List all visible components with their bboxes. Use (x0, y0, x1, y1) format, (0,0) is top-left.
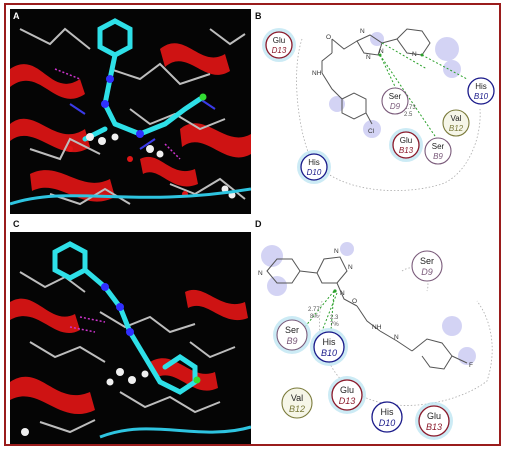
svg-text:O: O (352, 298, 357, 305)
svg-text:B10: B10 (474, 92, 489, 101)
water-molecules (86, 133, 236, 199)
protein-ribbon (10, 43, 251, 202)
distance-label: 2.3 (330, 315, 339, 321)
residue-his-d10: His D10 (371, 401, 403, 433)
residue-sticks (19, 271, 236, 434)
svg-text:Glu: Glu (340, 385, 354, 395)
svg-text:NH: NH (372, 324, 382, 331)
residue-his-b10: His B10 (310, 328, 348, 366)
water-molecules (21, 368, 149, 436)
residue-glu-d13: Glu D13 (262, 28, 296, 62)
svg-text:D9: D9 (421, 267, 433, 277)
residue-ser-b9: Ser B9 (424, 137, 452, 165)
svg-text:N: N (340, 290, 345, 297)
distance-label: 8% (310, 314, 319, 320)
svg-text:B10: B10 (321, 348, 337, 358)
svg-text:Glu: Glu (400, 136, 412, 145)
residue-glu-b13: Glu B13 (389, 128, 423, 162)
svg-text:Val: Val (291, 393, 303, 403)
svg-text:D10: D10 (379, 418, 396, 428)
panel-b-interaction-diagram: O NH N N N N Cl 2.73 2.5 Glu D13 (262, 28, 495, 191)
svg-text:B13: B13 (399, 146, 414, 155)
svg-text:Val: Val (451, 114, 462, 123)
panel-label-b: B (255, 11, 262, 21)
ligand-sticks (82, 18, 203, 142)
chlorine-atom (199, 93, 207, 101)
svg-text:N: N (412, 51, 417, 58)
residue-his-b10: His B10 (467, 77, 495, 105)
svg-text:D10: D10 (307, 168, 322, 177)
svg-text:B9: B9 (433, 152, 443, 161)
svg-text:B9: B9 (286, 336, 297, 346)
svg-text:N: N (334, 248, 339, 255)
ligand-skeleton (321, 28, 431, 125)
svg-text:N: N (258, 270, 263, 277)
panel-c-structure-image (10, 232, 251, 444)
svg-text:N: N (366, 54, 371, 61)
ligand-atom-labels: N N N N O NH N F (258, 248, 473, 369)
panel-label-a: A (13, 11, 20, 21)
svg-text:Cl: Cl (368, 128, 375, 135)
svg-text:F: F (469, 362, 473, 369)
svg-text:N: N (348, 264, 353, 271)
binding-pocket-outline (296, 38, 481, 191)
svg-text:N: N (360, 28, 365, 35)
backbone-trace (10, 187, 251, 206)
svg-text:Ser: Ser (389, 92, 402, 101)
hbond-contacts (69, 316, 106, 333)
distance-label: 7% (330, 322, 339, 328)
distance-label: 2.73 (404, 105, 416, 111)
panel-a-structure-image (10, 9, 251, 214)
ligand-sticks (52, 241, 198, 395)
residue-val-b12: Val B12 (442, 109, 470, 137)
figure-frame: A (4, 3, 501, 446)
svg-text:Ser: Ser (432, 142, 445, 151)
ligand-nitrogens (101, 75, 144, 138)
residue-ser-d9: Ser D9 (411, 250, 443, 282)
hydrogen-bonds (379, 42, 468, 140)
ligand-exposure-halos (261, 242, 476, 365)
residue-his-d10: His D10 (297, 150, 331, 184)
svg-text:Ser: Ser (285, 325, 299, 335)
ligand-exposure-halos (329, 32, 461, 138)
svg-text:Glu: Glu (427, 411, 441, 421)
distance-label: 2.77 (308, 307, 320, 313)
svg-text:N: N (379, 48, 384, 55)
panel-c-render (10, 232, 251, 444)
ligand-atom-labels: O NH N N N N Cl (312, 28, 417, 135)
panel-label-d: D (255, 219, 262, 229)
svg-text:O: O (326, 34, 331, 41)
distance-label: 2.5 (404, 112, 413, 118)
svg-text:D9: D9 (390, 102, 401, 111)
backbone-trace (99, 425, 251, 439)
svg-text:D13: D13 (339, 396, 356, 406)
svg-text:D13: D13 (272, 46, 287, 55)
hbond-contacts (54, 68, 181, 160)
residue-val-b12: Val B12 (281, 387, 313, 419)
residue-ser-d9: Ser D9 (381, 87, 409, 115)
panel-d-interaction-diagram: N N N N O NH N F 2.77 8% 2.3 7% Ser D9 S… (258, 242, 493, 440)
svg-text:His: His (475, 82, 487, 91)
hbond-marker (333, 289, 337, 293)
svg-text:B12: B12 (289, 404, 305, 414)
svg-text:N: N (394, 334, 399, 341)
svg-text:His: His (381, 407, 394, 417)
fluorine-atom (193, 376, 201, 384)
svg-text:NH: NH (312, 70, 322, 77)
svg-text:B12: B12 (449, 124, 464, 133)
ligand-skeleton (266, 256, 468, 370)
svg-text:B13: B13 (426, 422, 442, 432)
svg-text:Glu: Glu (273, 36, 285, 45)
hbond-markers (378, 53, 424, 57)
ligand-nitrogens (101, 283, 134, 336)
svg-text:Ser: Ser (420, 256, 434, 266)
residue-glu-d13: Glu D13 (328, 376, 366, 414)
svg-text:His: His (308, 158, 320, 167)
residue-ser-b9: Ser B9 (273, 316, 311, 354)
svg-text:His: His (323, 337, 336, 347)
panel-label-c: C (13, 219, 20, 229)
panel-a-render (10, 9, 251, 214)
residue-glu-b13: Glu B13 (415, 402, 453, 440)
nitrogen-sticks (69, 98, 216, 150)
